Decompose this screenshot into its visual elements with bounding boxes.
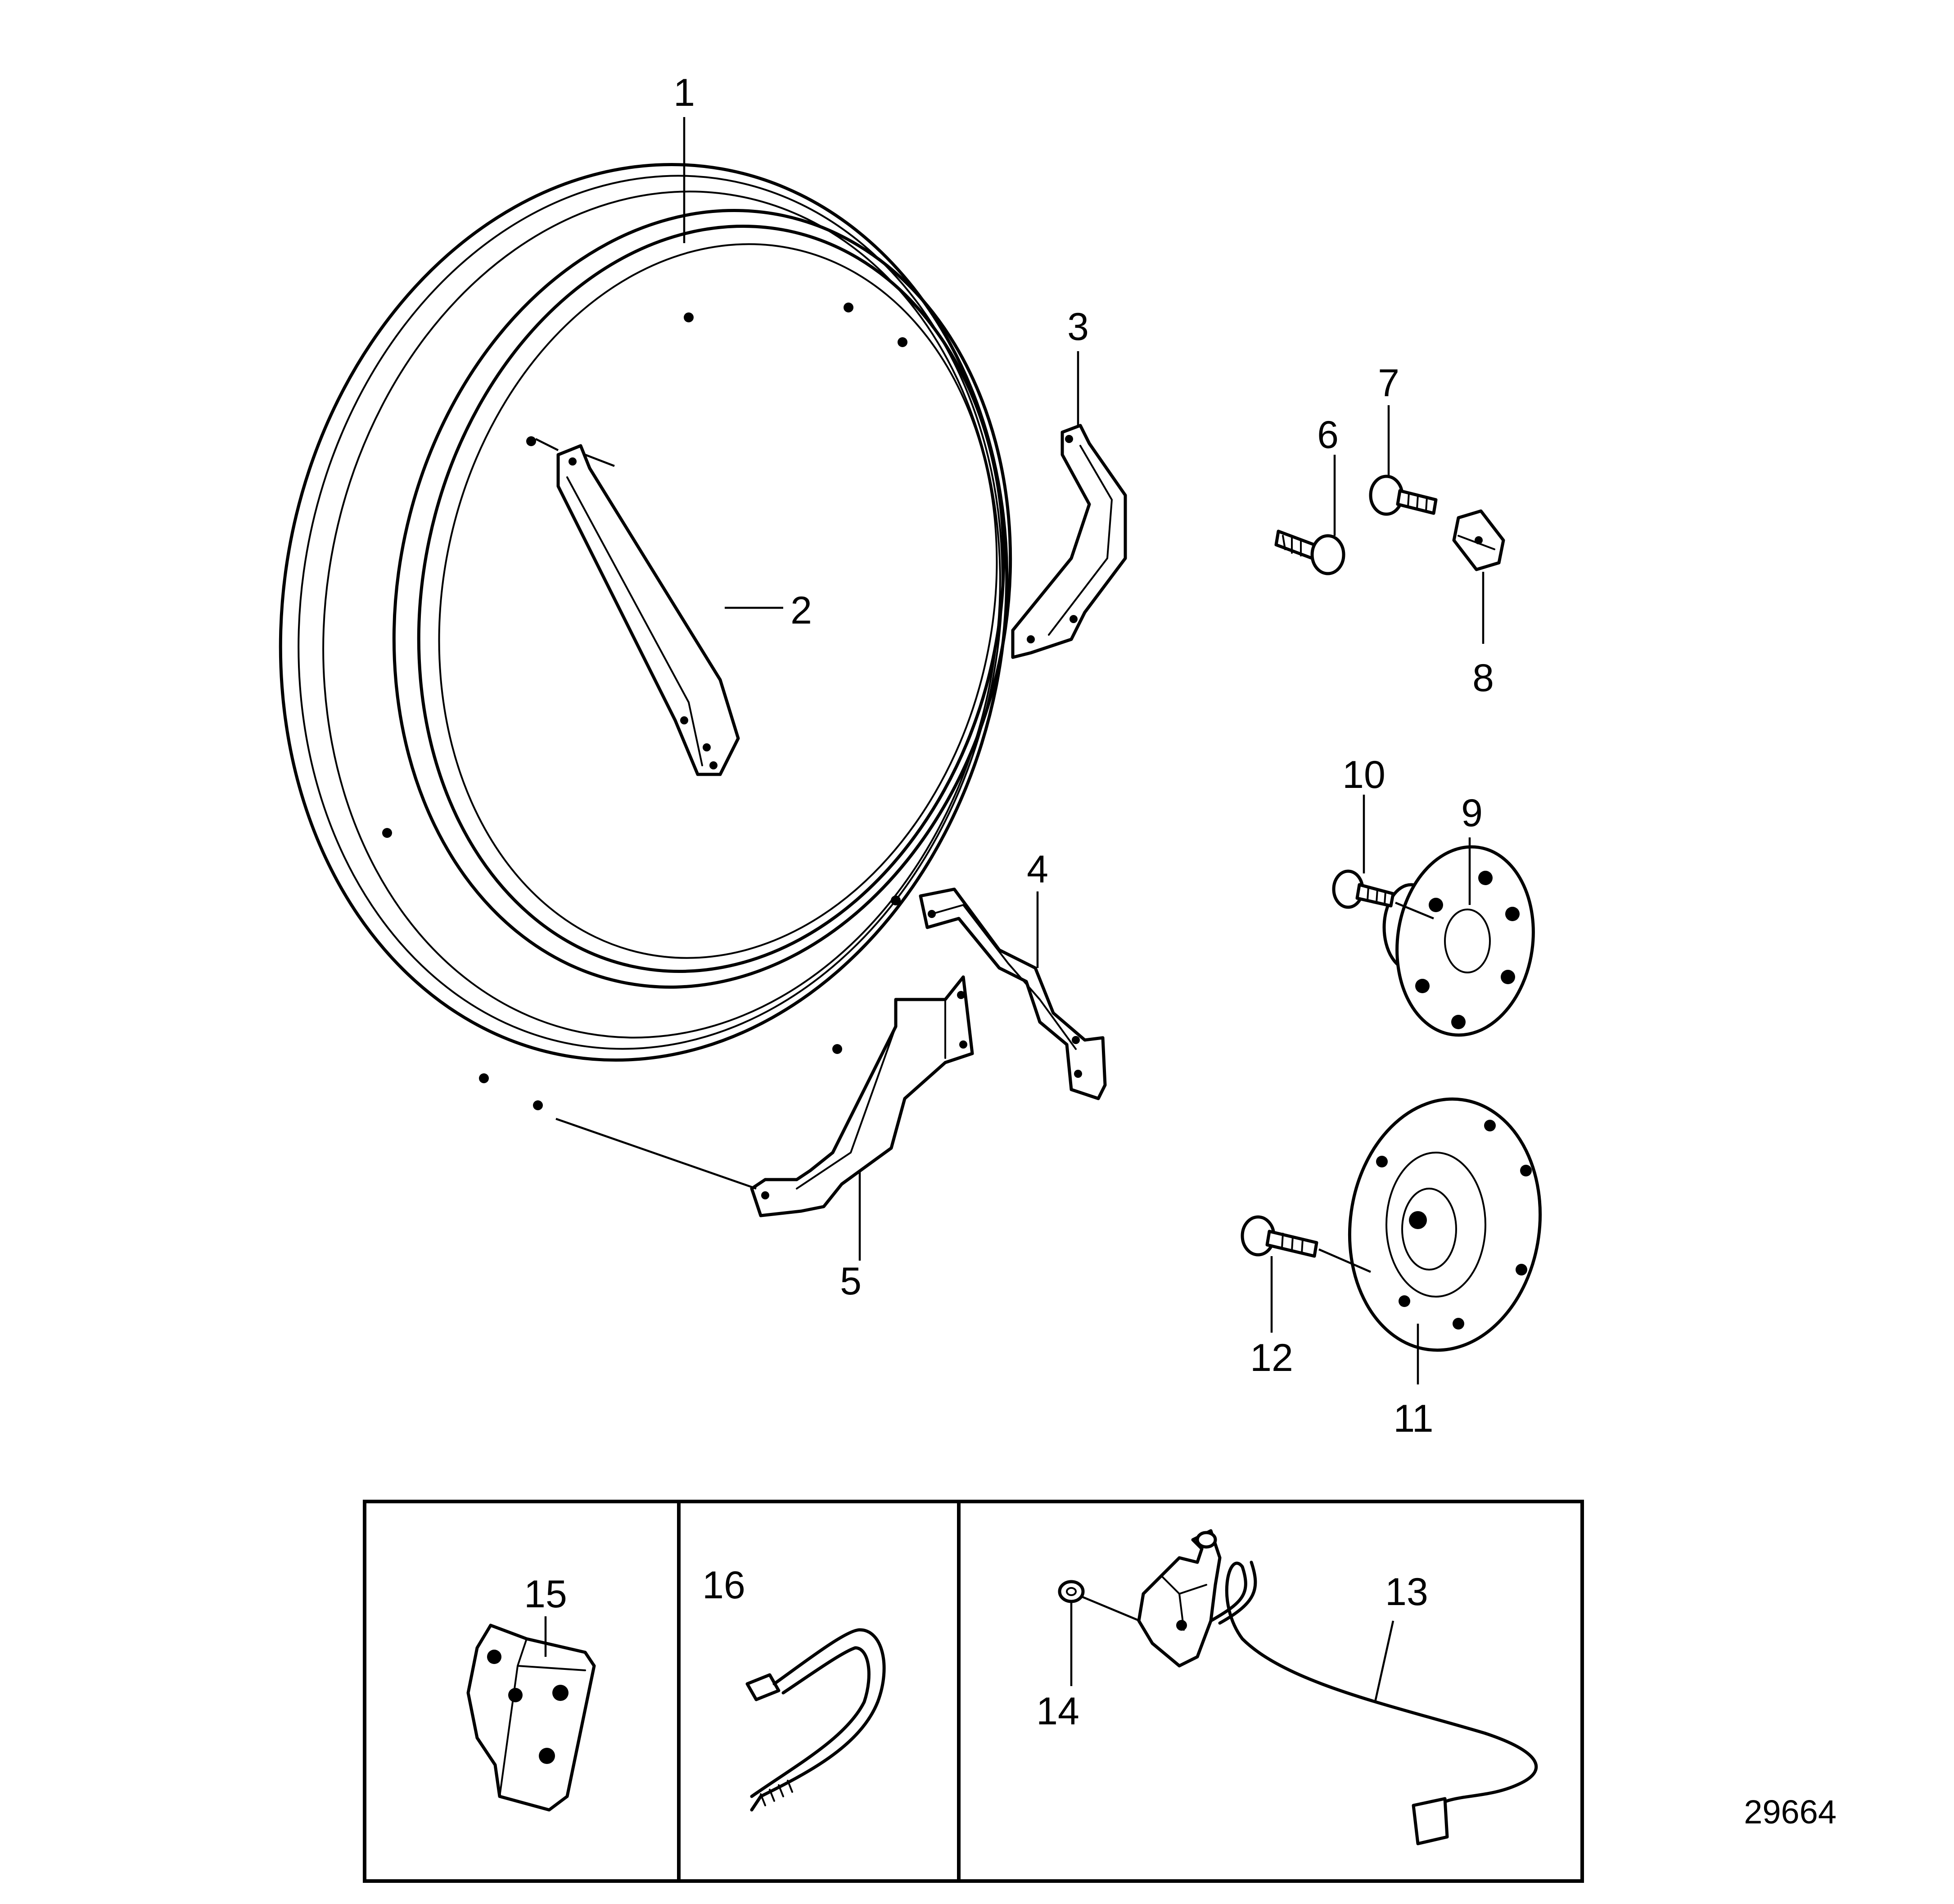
bolt-6 bbox=[1274, 529, 1345, 575]
speed-sensor-13 bbox=[1137, 1529, 1538, 1845]
callout-labels: 1 2 3 4 5 6 7 8 9 10 11 12 13 14 15 16 2… bbox=[524, 71, 1837, 1831]
clip-nut-8 bbox=[1452, 509, 1505, 571]
callout-12: 12 bbox=[1250, 1336, 1293, 1379]
bracket-5 bbox=[750, 975, 974, 1217]
bolt-10 bbox=[1332, 869, 1395, 909]
callout-7: 7 bbox=[1378, 362, 1399, 405]
cable-tie-16 bbox=[745, 1628, 886, 1812]
bracket-plate-15 bbox=[466, 1624, 596, 1812]
callout-9: 9 bbox=[1461, 791, 1483, 835]
fan-shroud-ring bbox=[279, 163, 1012, 1110]
callout-14: 14 bbox=[1036, 1690, 1079, 1733]
callout-1: 1 bbox=[673, 71, 695, 114]
callout-6: 6 bbox=[1317, 413, 1339, 457]
hub-flange-9 bbox=[1382, 845, 1535, 1037]
callout-5: 5 bbox=[840, 1260, 862, 1303]
callout-3: 3 bbox=[1067, 305, 1089, 348]
callout-4: 4 bbox=[1027, 848, 1048, 891]
callout-13: 13 bbox=[1385, 1570, 1428, 1614]
callout-11: 11 bbox=[1393, 1397, 1433, 1440]
kit-panels bbox=[363, 1500, 1584, 1883]
nut-14 bbox=[1058, 1580, 1085, 1603]
bracket-3 bbox=[1011, 424, 1127, 659]
callout-15: 15 bbox=[524, 1573, 567, 1616]
drive-hub-11 bbox=[1348, 1097, 1542, 1352]
leader-13 bbox=[1374, 1620, 1394, 1702]
bolt-7 bbox=[1369, 475, 1438, 516]
callout-16: 16 bbox=[702, 1564, 745, 1607]
drawing-number: 29664 bbox=[1744, 1793, 1837, 1831]
callout-10: 10 bbox=[1342, 753, 1385, 796]
bracket-4 bbox=[919, 887, 1107, 1100]
callout-2: 2 bbox=[790, 589, 812, 632]
callout-8: 8 bbox=[1472, 656, 1494, 700]
bolt-12 bbox=[1241, 1215, 1318, 1258]
support-bracket-2 bbox=[556, 444, 740, 776]
leader-lines bbox=[535, 117, 1485, 1384]
